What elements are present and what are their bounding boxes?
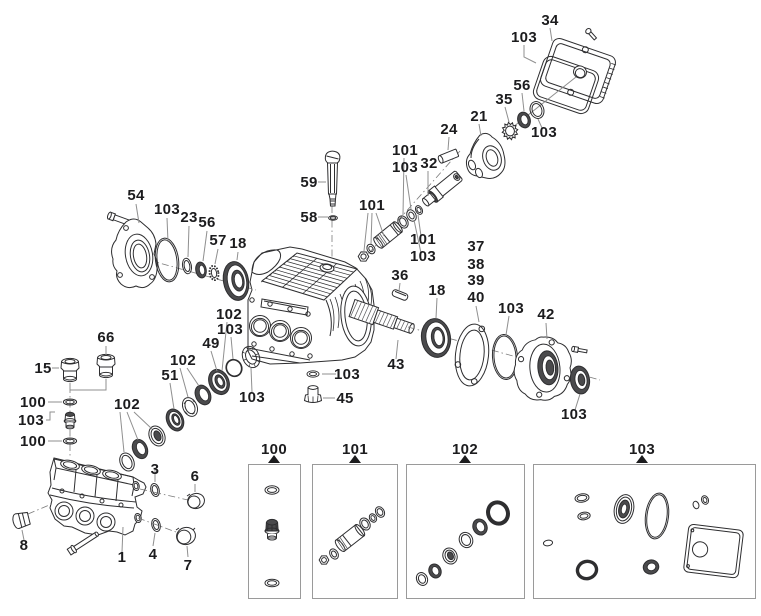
svg-text:100: 100	[20, 394, 46, 411]
svg-text:59: 59	[300, 174, 317, 191]
svg-text:103: 103	[410, 248, 436, 265]
svg-text:103: 103	[629, 441, 655, 458]
svg-text:57: 57	[209, 232, 226, 249]
svg-text:103: 103	[561, 406, 587, 423]
svg-text:45: 45	[336, 390, 353, 407]
svg-text:4: 4	[149, 546, 158, 563]
svg-text:56: 56	[513, 77, 530, 94]
svg-text:100: 100	[261, 441, 287, 458]
svg-text:21: 21	[470, 108, 487, 125]
svg-text:24: 24	[440, 121, 458, 138]
svg-text:103: 103	[239, 389, 265, 406]
svg-text:101: 101	[342, 441, 368, 458]
svg-text:58: 58	[300, 209, 317, 226]
svg-text:103: 103	[392, 159, 418, 176]
svg-text:8: 8	[20, 537, 29, 554]
svg-text:103: 103	[498, 300, 524, 317]
svg-text:101: 101	[410, 231, 436, 248]
svg-text:49: 49	[202, 335, 219, 352]
svg-text:51: 51	[161, 367, 178, 384]
svg-text:40: 40	[467, 289, 484, 306]
svg-text:36: 36	[391, 267, 408, 284]
svg-text:101: 101	[392, 142, 418, 159]
svg-text:6: 6	[191, 468, 200, 485]
svg-text:103: 103	[531, 124, 557, 141]
svg-text:35: 35	[495, 91, 512, 108]
svg-text:101: 101	[359, 197, 385, 214]
svg-text:23: 23	[180, 209, 197, 226]
svg-text:37: 37	[467, 238, 484, 255]
svg-text:32: 32	[420, 155, 437, 172]
svg-text:43: 43	[387, 356, 404, 373]
svg-text:18: 18	[428, 282, 445, 299]
svg-text:102: 102	[170, 352, 196, 369]
svg-text:3: 3	[151, 461, 160, 478]
svg-text:56: 56	[198, 214, 215, 231]
svg-text:7: 7	[184, 557, 193, 574]
svg-text:15: 15	[34, 360, 51, 377]
svg-text:103: 103	[334, 366, 360, 383]
svg-text:103: 103	[154, 201, 180, 218]
svg-text:103: 103	[18, 412, 44, 429]
svg-text:34: 34	[541, 12, 559, 29]
svg-text:1: 1	[118, 549, 127, 566]
svg-text:42: 42	[537, 306, 554, 323]
svg-text:18: 18	[229, 235, 246, 252]
svg-text:66: 66	[97, 329, 114, 346]
svg-text:102: 102	[452, 441, 478, 458]
svg-text:103: 103	[217, 321, 243, 338]
svg-text:100: 100	[20, 433, 46, 450]
svg-text:103: 103	[511, 29, 537, 46]
svg-text:38: 38	[467, 256, 484, 273]
svg-text:39: 39	[467, 272, 484, 289]
svg-text:102: 102	[114, 396, 140, 413]
svg-text:102: 102	[216, 306, 242, 323]
svg-text:54: 54	[127, 187, 145, 204]
